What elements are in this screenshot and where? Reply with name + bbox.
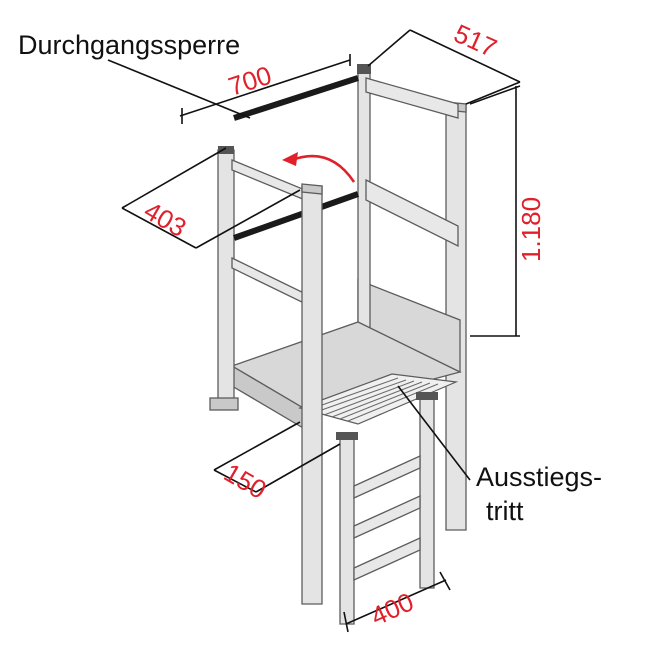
ladder-rung-1 [353, 454, 421, 500]
ladder-rung-3 [353, 536, 421, 582]
right-rail-top [365, 77, 459, 119]
dim-1180-ext-top [469, 85, 521, 105]
rear-left-post-cap [218, 146, 234, 154]
dim-403-text: 403 [139, 195, 192, 243]
ladder-right-hook [416, 392, 438, 400]
barrier-bar-lower [232, 191, 360, 241]
front-left-post [301, 185, 323, 605]
step-label-line2: tritt [486, 496, 524, 526]
rear-middle-post-cap [357, 64, 371, 74]
ladder-rung-2 [353, 494, 421, 540]
dim-150-ext-a [213, 421, 301, 471]
step-leader [397, 385, 471, 481]
dim-1180-text: 1.180 [516, 197, 546, 262]
dim-403-ext-b [195, 189, 301, 249]
swing-arrow [291, 154, 356, 183]
right-rail-middle [365, 178, 459, 248]
dim-150-ext-b [255, 443, 341, 493]
ladder [336, 392, 438, 625]
left-rail-top [231, 159, 311, 203]
dim-403-line [121, 207, 197, 249]
front-left-post-cap [301, 183, 323, 195]
exit-step-grating [298, 373, 459, 425]
dim-150-line [213, 469, 257, 493]
rear-left-post [217, 149, 235, 407]
dim-400-tick-b [439, 571, 451, 591]
dim-400-tick-a [343, 611, 349, 633]
dim-403-ext-a [121, 147, 227, 209]
dim-517-ext-b [465, 81, 521, 105]
swing-arrow-head [282, 152, 298, 166]
platform-structure [209, 64, 467, 625]
dimension-lines [107, 29, 521, 633]
dim-700-text: 700 [225, 60, 276, 102]
barrier-leader [107, 59, 251, 119]
dim-400-line [345, 579, 447, 625]
dim-517-ext-a [367, 29, 411, 67]
dim-517-line [409, 29, 521, 83]
left-foot-plate [209, 397, 239, 411]
dim-400-text: 400 [366, 586, 418, 631]
ladder-left-stile [339, 435, 355, 625]
barrier-bar-top [233, 75, 359, 121]
ladder-left-hook [336, 432, 358, 440]
left-rail-middle [231, 256, 311, 308]
step-label-line1: Ausstiegs- [476, 462, 602, 492]
barrier-label: Durchgangssperre [18, 30, 240, 60]
dim-517-text: 517 [450, 18, 502, 63]
dim-150-text: 150 [219, 457, 272, 505]
dim-700-line [179, 59, 351, 117]
